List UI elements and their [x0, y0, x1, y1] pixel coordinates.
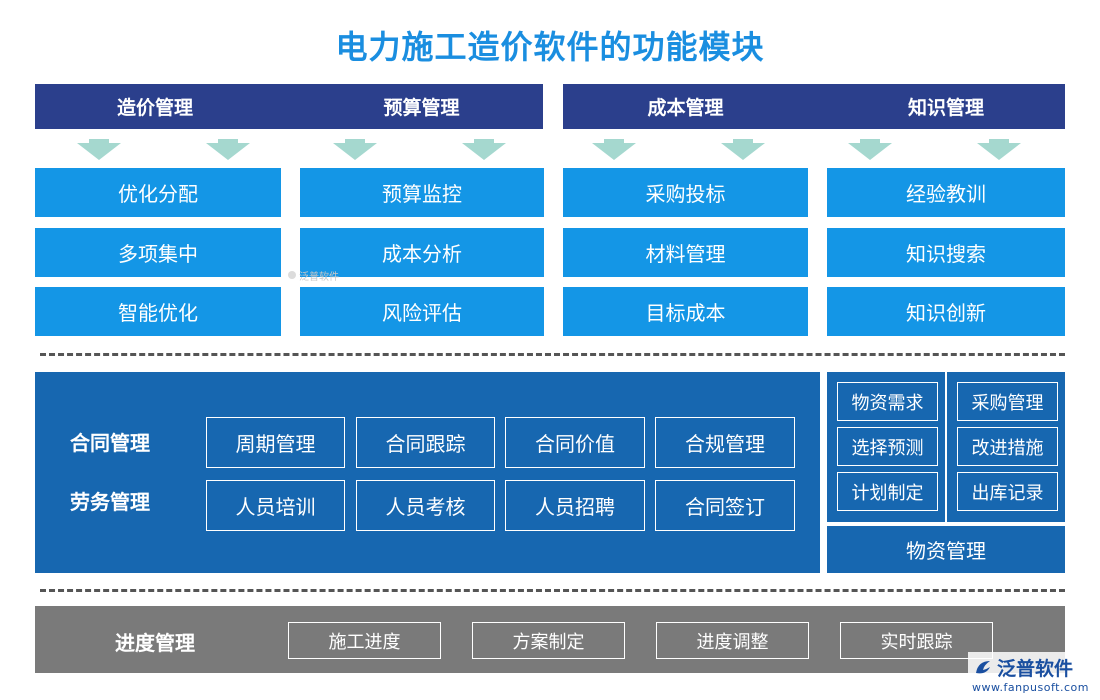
- progress-item: 进度调整: [656, 622, 809, 659]
- progress-item: 实时跟踪: [840, 622, 993, 659]
- watermark: 泛普软件: [288, 268, 358, 283]
- materials-footer: 物资管理: [827, 526, 1065, 573]
- brand-logo-icon: [976, 660, 990, 673]
- materials-left-panel: [827, 372, 945, 522]
- progress-item: 方案制定: [472, 622, 625, 659]
- progress-management-label: 进度管理: [115, 631, 195, 655]
- contract-item: 周期管理: [206, 417, 345, 468]
- header-bar-right: 成本管理 知识管理: [563, 84, 1065, 129]
- materials-item: 改进措施: [957, 427, 1058, 466]
- labor-management-label: 劳务管理: [70, 490, 150, 514]
- module-cell: 优化分配: [35, 168, 281, 217]
- module-cell: 材料管理: [563, 228, 808, 277]
- contract-item: 合规管理: [655, 417, 795, 468]
- materials-item: 物资需求: [837, 382, 938, 421]
- arrow-down-icon: [977, 139, 1021, 163]
- divider: [40, 589, 1065, 592]
- header-cost-management: 造价管理: [116, 97, 193, 119]
- progress-panel: [35, 606, 1065, 673]
- materials-item: 计划制定: [837, 472, 938, 511]
- progress-item: 施工进度: [288, 622, 441, 659]
- contract-panel: [35, 372, 820, 573]
- contract-item: 合同价值: [505, 417, 645, 468]
- materials-item: 选择预测: [837, 427, 938, 466]
- module-cell: 知识创新: [827, 287, 1065, 336]
- module-cell: 预算监控: [300, 168, 544, 217]
- module-cell: 多项集中: [35, 228, 281, 277]
- watermark-text: 泛普软件: [299, 271, 339, 283]
- brand-logo: 泛普软件 www.fanpusoft.com: [968, 652, 1098, 698]
- module-cell: 智能优化: [35, 287, 281, 336]
- module-cell: 成本分析: [300, 228, 544, 277]
- module-cell: 经验教训: [827, 168, 1065, 217]
- materials-right-panel: [947, 372, 1065, 522]
- arrow-down-icon: [592, 139, 636, 163]
- module-cell: 采购投标: [563, 168, 808, 217]
- brand-name: 泛普软件: [997, 658, 1074, 680]
- header-cost-control: 成本管理: [647, 97, 724, 119]
- labor-item: 合同签订: [655, 480, 795, 531]
- materials-item: 采购管理: [957, 382, 1058, 421]
- materials-item: 出库记录: [957, 472, 1058, 511]
- labor-item: 人员培训: [206, 480, 345, 531]
- arrow-down-icon: [333, 139, 377, 163]
- arrow-down-icon: [206, 139, 250, 163]
- watermark-logo-icon: [288, 271, 296, 279]
- header-bar-left: 造价管理 预算管理: [35, 84, 543, 129]
- module-cell: 目标成本: [563, 287, 808, 336]
- arrow-down-icon: [848, 139, 892, 163]
- arrow-down-icon: [462, 139, 506, 163]
- contract-management-label: 合同管理: [70, 431, 150, 455]
- brand-url: www.fanpusoft.com: [972, 681, 1089, 694]
- labor-item: 人员招聘: [505, 480, 645, 531]
- header-budget-management: 预算管理: [383, 97, 460, 119]
- contract-item: 合同跟踪: [356, 417, 495, 468]
- materials-management-label: 物资管理: [906, 539, 986, 563]
- divider: [40, 353, 1065, 356]
- header-knowledge-management: 知识管理: [907, 97, 984, 119]
- module-cell: 知识搜索: [827, 228, 1065, 277]
- labor-item: 人员考核: [356, 480, 495, 531]
- module-cell: 风险评估: [300, 287, 544, 336]
- arrow-down-icon: [721, 139, 765, 163]
- arrow-down-icon: [77, 139, 121, 163]
- page-title: 电力施工造价软件的功能模块: [335, 28, 765, 66]
